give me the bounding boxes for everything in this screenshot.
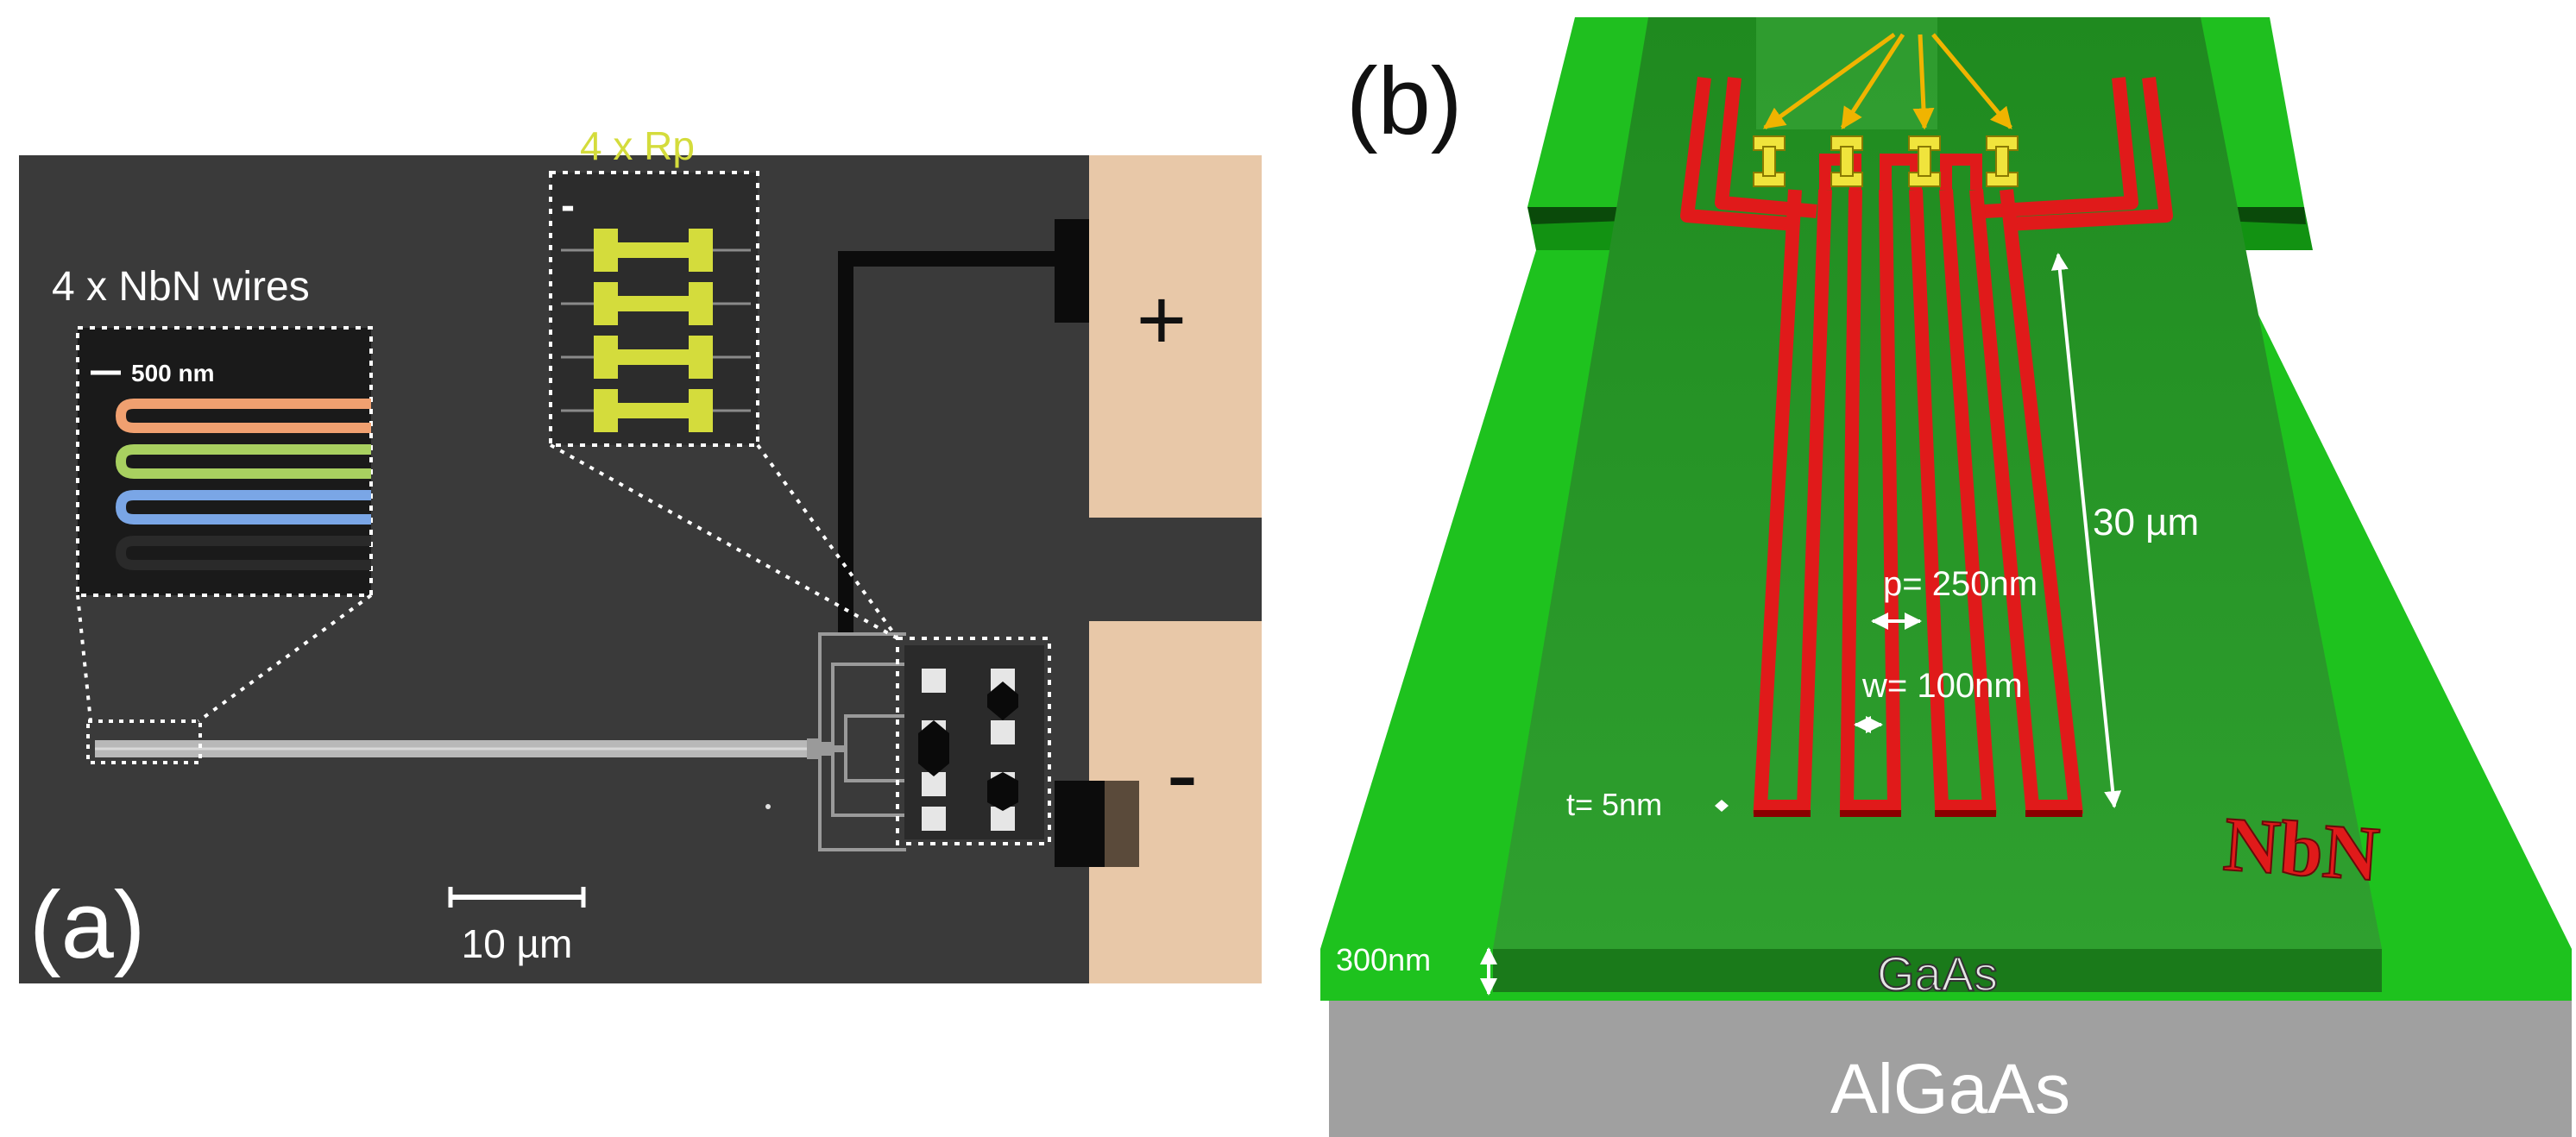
nbn-connector xyxy=(1940,154,1982,190)
fanout-leads xyxy=(807,632,906,851)
rp-inset-outline xyxy=(549,171,759,447)
rp-resistor xyxy=(561,229,751,272)
panel-b: (b) AlGaAs GaAs 30 µm p= 250nm w= xyxy=(1320,17,2572,1137)
rp-title: 4 x Rp xyxy=(580,123,695,168)
scale-label: 10 µm xyxy=(462,921,573,966)
gaas-ridge-front xyxy=(1493,949,2382,992)
debris-dot xyxy=(765,804,771,809)
plus-label: + xyxy=(1137,272,1187,368)
width-label: w= 100nm xyxy=(1861,667,2023,705)
zoom-lines xyxy=(76,443,899,723)
rp-resistor-3d xyxy=(1908,135,1941,187)
contact-pad-plus xyxy=(1089,155,1262,518)
orange-arrow xyxy=(1840,33,1905,130)
gaas-thickness-label: 300nm xyxy=(1336,942,1431,977)
nbn-lead xyxy=(1680,77,1796,231)
rp-resistor-3d xyxy=(1830,135,1863,187)
nbn-wire xyxy=(115,490,371,525)
nbn-wire xyxy=(115,536,371,570)
nbn-lead xyxy=(1715,77,1817,218)
wire-inset-outline xyxy=(76,326,373,597)
orange-arrow xyxy=(1762,32,1896,130)
inset-scale-label: 500 nm xyxy=(131,360,215,386)
nbn-hairpin xyxy=(1909,189,1997,813)
orange-arrows xyxy=(1762,32,2012,130)
nbn-lead xyxy=(1984,77,2138,218)
nbn-wire xyxy=(115,444,371,479)
nbn-hairpin xyxy=(1839,189,1902,813)
rp-resistor-3d xyxy=(1986,135,2019,187)
nbn-wire xyxy=(115,399,371,433)
algaas-label: AlGaAs xyxy=(1830,1050,2070,1128)
wire-zoom-box xyxy=(86,719,202,764)
thickness-label: t= 5nm xyxy=(1566,787,1662,822)
wire-inset-wires xyxy=(115,399,371,570)
panel-a-label: (a) xyxy=(29,872,145,978)
gaas-label: GaAs xyxy=(1877,946,1998,1001)
rp-resistors-3d xyxy=(1753,135,2019,187)
algaas-front-face xyxy=(1329,996,2572,1137)
rp-resistor xyxy=(561,282,751,325)
thickness-marker xyxy=(1715,800,1729,812)
panel-b-label: (b) xyxy=(1346,48,1462,154)
wire-inset-bg xyxy=(78,328,371,595)
rp-resistor xyxy=(561,336,751,379)
nbn-lead xyxy=(2006,77,2173,231)
length-arrow xyxy=(2050,253,2122,808)
lead-plus xyxy=(838,251,1055,634)
pitch-label: p= 250nm xyxy=(1883,565,2037,603)
rp-resistor xyxy=(561,389,751,432)
panel-a: 4 x NbN wires 500 nm 4 x Rp - + - 10 µm … xyxy=(19,123,1262,983)
wires-title: 4 x NbN wires xyxy=(52,264,310,310)
pad-connector-plus xyxy=(1055,219,1089,323)
pad-connector-minus-edge xyxy=(1105,781,1139,867)
rp-inset-resistors xyxy=(561,229,751,432)
orange-arrow xyxy=(1931,33,2012,129)
nbn-hairpin xyxy=(1753,189,1832,813)
rp-minus-label: - xyxy=(561,183,575,229)
orange-arrow xyxy=(1912,34,1935,130)
length-label: 30 µm xyxy=(2093,501,2199,543)
minus-label: - xyxy=(1167,721,1199,827)
gaas-ridge-top xyxy=(1493,17,2382,949)
nbn-material-label: NbN xyxy=(2221,801,2383,897)
resistor-black-pads xyxy=(918,682,1018,811)
resistor-region-outline xyxy=(896,637,1051,845)
rp-resistor-3d xyxy=(1753,135,1786,187)
